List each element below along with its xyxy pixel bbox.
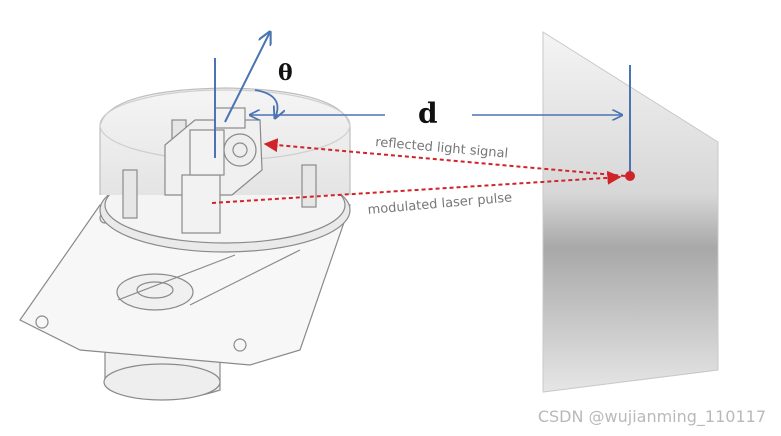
modulated-pulse-label: modulated laser pulse [367,190,513,218]
watermark: CSDN @wujianming_110117 [538,407,766,427]
reflected-beam [263,138,626,177]
wall-surface [542,31,719,393]
reflected-signal-label: reflected light signal [375,135,509,162]
emitted-beam [211,170,622,204]
laser-spot [625,171,635,181]
lidar-device [19,87,351,401]
distance-label: d [418,97,438,130]
direction-arrow [224,32,270,123]
theta-label: θ [278,60,293,86]
